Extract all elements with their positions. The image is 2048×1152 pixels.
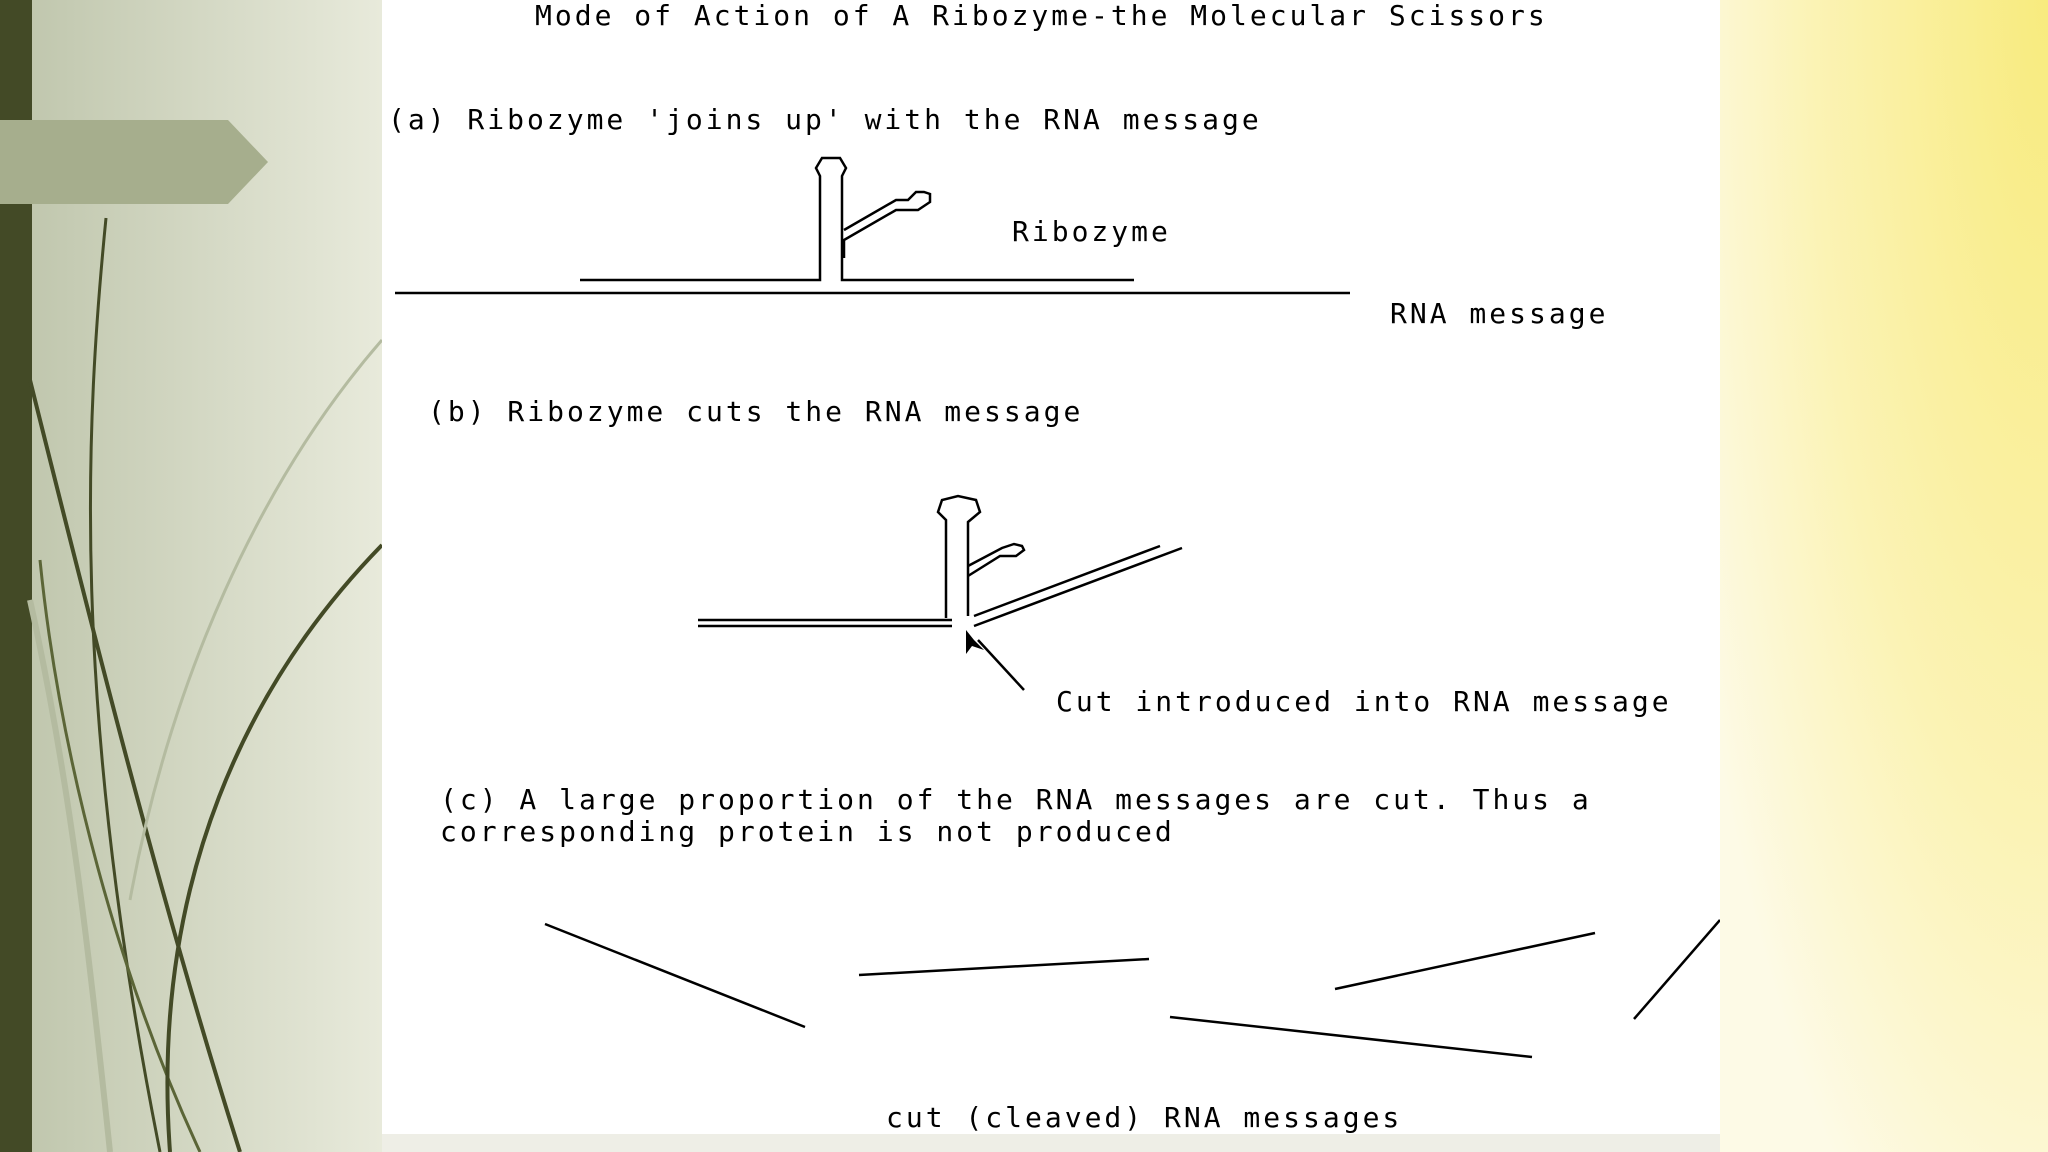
cleaved-fragment bbox=[544, 922, 806, 1029]
ribozyme-arm-b bbox=[967, 542, 1026, 578]
step-c-line2: corresponding protein is not produced bbox=[440, 815, 1175, 848]
cleaved-fragment bbox=[1169, 1015, 1533, 1059]
ribozyme-label: Ribozyme bbox=[1012, 215, 1171, 248]
step-c-line1: (c) A large proportion of the RNA messag… bbox=[440, 783, 1592, 816]
rna-right-fragment bbox=[973, 544, 1161, 618]
cleaved-fragment bbox=[1334, 931, 1596, 991]
cut-label: Cut introduced into RNA message bbox=[1056, 685, 1672, 718]
grass-blade bbox=[28, 379, 242, 1152]
rna-message-label: RNA message bbox=[1390, 297, 1609, 330]
step-b-text: (b) Ribozyme cuts the RNA message bbox=[428, 395, 1084, 428]
grass-blade bbox=[128, 339, 384, 901]
step-a-text: (a) Ribozyme 'joins up' with the RNA mes… bbox=[388, 103, 1262, 136]
cleaved-fragment bbox=[858, 957, 1150, 977]
cleaved-label: cut (cleaved) RNA messages bbox=[886, 1101, 1403, 1134]
cut-arrow bbox=[977, 639, 1025, 691]
ribozyme-arm bbox=[842, 190, 932, 258]
ribozyme-structure bbox=[580, 156, 1134, 282]
title-tab-shape bbox=[0, 120, 268, 204]
cursor-arrow-icon bbox=[966, 630, 984, 654]
cleaved-fragment bbox=[1633, 919, 1720, 1020]
ribozyme-structure-b bbox=[936, 494, 982, 618]
grass-blade bbox=[27, 599, 113, 1152]
grass-blade bbox=[165, 543, 384, 1152]
diagram-title: Mode of Action of A Ribozyme-the Molecul… bbox=[535, 0, 1548, 32]
ribozyme-diagram bbox=[395, 156, 1720, 1059]
right-panel bbox=[1720, 0, 2048, 1152]
ribozyme-diagram-image: Mode of Action of A Ribozyme-the Molecul… bbox=[382, 0, 1720, 1134]
